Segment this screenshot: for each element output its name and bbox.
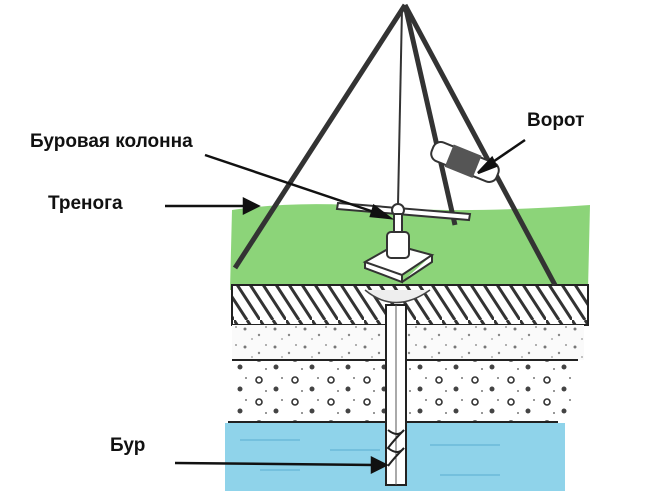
clay-layer (231, 284, 589, 326)
auger (386, 429, 405, 467)
label-drill-bit: Бур (110, 435, 146, 456)
label-winch: Ворот (527, 110, 585, 131)
sand-layer (232, 325, 584, 360)
casing-cylinder (386, 231, 410, 259)
rope (397, 7, 403, 206)
slab (362, 243, 435, 284)
label-drill-column: Буровая колонна (30, 131, 193, 152)
tripod (232, 3, 558, 287)
label-tripod: Тренога (48, 193, 123, 214)
